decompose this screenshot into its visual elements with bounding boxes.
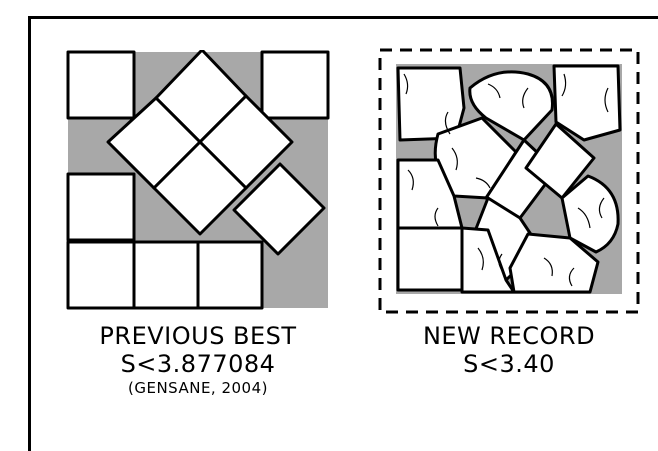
- previous-best-title: PREVIOUS BEST: [62, 322, 334, 350]
- previous-best-packing-figure: [66, 50, 330, 310]
- unit-square: [68, 174, 134, 240]
- unit-square: [68, 242, 134, 308]
- previous-best-citation: (GENSANE, 2004): [62, 378, 334, 398]
- unit-square: [398, 228, 462, 290]
- new-record-packing-figure: [378, 48, 640, 314]
- unit-square: [262, 52, 328, 118]
- new-record-value: S<3.40: [378, 350, 640, 378]
- new-record-title: NEW RECORD: [378, 322, 640, 350]
- previous-best-value: S<3.877084: [62, 350, 334, 378]
- unit-square: [198, 242, 262, 308]
- new-record-caption: NEW RECORD S<3.40: [378, 322, 640, 378]
- previous-best-caption: PREVIOUS BEST S<3.877084 (GENSANE, 2004): [62, 322, 334, 398]
- unit-square: [134, 242, 198, 308]
- unit-square: [68, 52, 134, 118]
